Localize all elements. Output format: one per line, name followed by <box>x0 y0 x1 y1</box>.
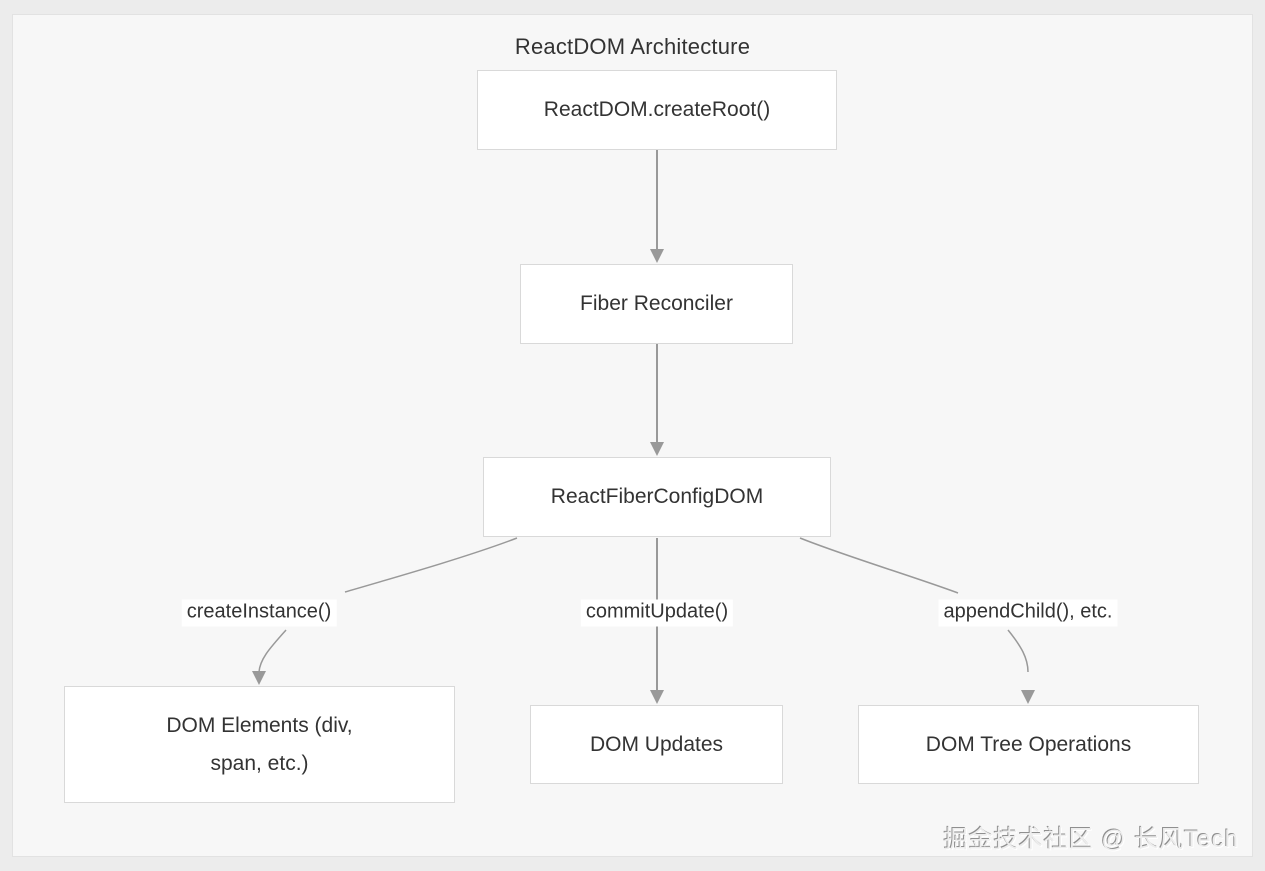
diagram-canvas: ReactDOM Architecture ReactDOM.createRoo… <box>12 14 1253 857</box>
node-label: DOM Elements (div, span, etc.) <box>166 713 353 775</box>
arrowhead-into-fiberreconciler <box>650 249 664 263</box>
node-dom-updates: DOM Updates <box>530 705 783 784</box>
diagram-title: ReactDOM Architecture <box>514 34 751 59</box>
node-react-fiber-config-dom: ReactFiberConfigDOM <box>483 457 831 537</box>
watermark: 掘金技术社区 @ 长风Tech <box>943 826 1239 853</box>
edge-fiberconfigdom-to-domtreeops-lower <box>1007 629 1029 673</box>
node-fiber-reconciler: Fiber Reconciler <box>520 264 793 344</box>
edge-label-appendchild: appendChild(), etc. <box>938 599 1118 627</box>
arrowhead-into-domtreeops <box>1021 690 1035 704</box>
arrowhead-into-fiberconfigdom <box>650 442 664 456</box>
edge-label-createinstance: createInstance() <box>181 599 337 627</box>
node-label: DOM Updates <box>589 732 724 756</box>
arrowhead-into-domelements <box>252 671 266 685</box>
edge-label-commitupdate: commitUpdate() <box>580 599 734 627</box>
node-label: Fiber Reconciler <box>580 292 733 315</box>
node-label: DOM Tree Operations <box>925 732 1132 756</box>
node-label: ReactFiberConfigDOM <box>550 485 764 508</box>
edge-fiberconfigdom-to-domelements-lower <box>258 629 287 673</box>
node-dom-elements: DOM Elements (div, span, etc.) <box>64 686 455 803</box>
edge-fiberconfigdom-to-domtreeops-upper <box>799 537 959 594</box>
node-reactdom-createroot: ReactDOM.createRoot() <box>477 70 837 150</box>
node-dom-tree-operations: DOM Tree Operations <box>858 705 1199 784</box>
arrowhead-into-domupdates <box>650 690 664 704</box>
edge-fiberconfigdom-to-domelements-upper <box>344 537 518 593</box>
node-label: ReactDOM.createRoot() <box>543 98 771 121</box>
